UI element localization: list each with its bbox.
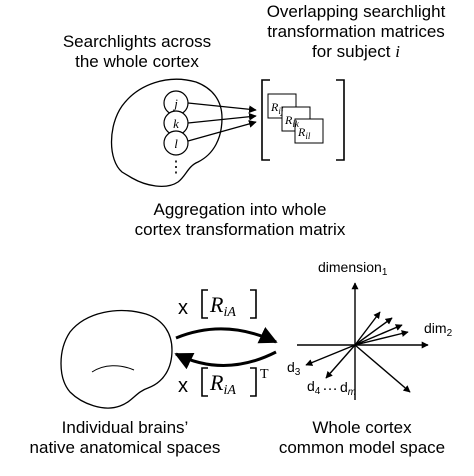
matrices-caption-line1: Overlapping searchlight <box>266 2 446 21</box>
matrices-caption-line2: transformation matrices <box>267 22 445 41</box>
label-dots: … <box>322 377 338 394</box>
searchlight-arrow-j <box>187 102 257 114</box>
forward-label-right-bracket <box>250 289 257 319</box>
matrices-caption-line3: for subject i <box>238 42 474 62</box>
aggregation-caption: Aggregation into whole cortex transforma… <box>100 200 380 240</box>
model-vector-1 <box>354 311 381 346</box>
searchlight-label-l: l <box>174 136 178 151</box>
forward-label-left-bracket <box>201 289 208 319</box>
label-dm: dm <box>340 379 356 398</box>
common-space-caption-line1: Whole cortex <box>312 418 412 437</box>
brain-sulcus-1 <box>91 365 135 373</box>
backward-matrix-label: RiA <box>209 370 236 398</box>
axis-d4 <box>325 344 356 379</box>
aggregation-caption-line1: Aggregation into whole <box>153 200 327 219</box>
forward-multiply-sign: x <box>178 297 188 319</box>
searchlight-label-k: k <box>173 116 179 131</box>
matrix-label-ij: Rij <box>270 100 284 116</box>
backward-multiply-sign: x <box>178 375 188 397</box>
searchlights-caption: Searchlights across the whole cortex <box>52 32 222 72</box>
matrices-caption-line3-prefix: for subject <box>312 42 396 61</box>
native-spaces-caption: Individual brains’ native anatomical spa… <box>20 418 230 458</box>
model-vector-3 <box>354 324 403 346</box>
model-vector-2 <box>354 317 393 346</box>
searchlights-caption-line1: Searchlights across <box>62 32 212 51</box>
native-spaces-caption-line2: native anatomical spaces <box>29 438 221 457</box>
transpose-superscript: T <box>260 367 269 382</box>
label-dimension1: dimension1 <box>318 259 388 278</box>
searchlights-caption-line2: the whole cortex <box>75 52 199 71</box>
label-d3: d3 <box>287 359 301 378</box>
matrix-label-ik: Rik <box>284 113 300 129</box>
common-space-caption-line2: common model space <box>278 438 446 457</box>
searchlight-circle-l <box>163 130 189 156</box>
backward-transform-arrow <box>174 350 277 370</box>
brain-outline-top <box>110 78 223 188</box>
matrix-label-il: Ril <box>297 125 311 141</box>
axis-dm <box>354 344 411 393</box>
model-vector-4 <box>354 330 409 346</box>
searchlight-label-j: j <box>172 96 178 111</box>
brain-outline-bottom <box>60 309 173 409</box>
aggregation-caption-line2: cortex transformation matrix <box>134 220 346 239</box>
matrices-caption: Overlapping searchlight transformation m… <box>238 2 474 62</box>
searchlight-arrow-l <box>187 120 257 142</box>
subject-variable: i <box>395 42 400 61</box>
searchlight-arrow-k <box>187 112 257 124</box>
matrix-block-il <box>294 118 324 144</box>
forward-matrix-label: RiA <box>209 292 236 320</box>
matrix-right-bracket <box>336 79 345 161</box>
native-spaces-caption-line1: Individual brains’ <box>61 418 189 437</box>
common-space-caption: Whole cortex common model space <box>272 418 452 458</box>
searchlight-ellipsis: ⋮ <box>168 159 184 176</box>
forward-transform-arrow <box>175 326 278 344</box>
label-d4: d4 <box>307 378 321 397</box>
axis-d3 <box>305 344 356 366</box>
backward-label-left-bracket <box>201 367 208 397</box>
backward-label-right-bracket <box>250 367 257 397</box>
label-dim2: dim2 <box>424 320 453 339</box>
matrix-left-bracket <box>261 79 270 161</box>
